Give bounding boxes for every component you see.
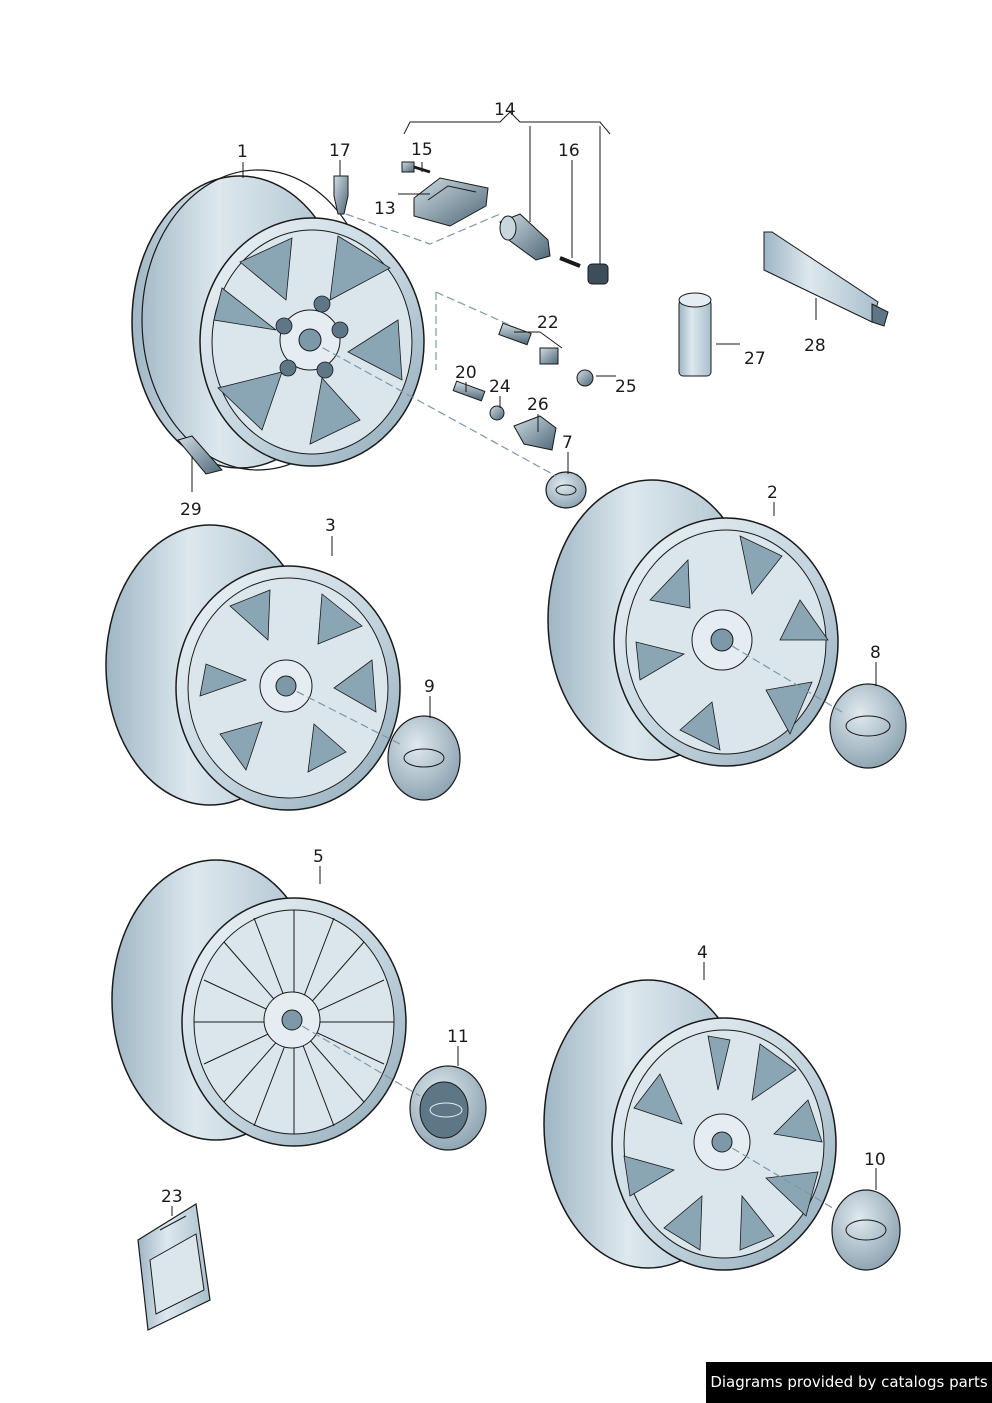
tpms-sensor-13	[413, 177, 489, 227]
axis-lines	[285, 213, 843, 1211]
weight-29	[177, 435, 223, 475]
screw-15	[401, 161, 431, 174]
callout-17: 17	[329, 141, 351, 161]
callout-labels: 1 17 14 15 16 13 22 25 20 24 26 7 27 28 …	[161, 100, 886, 1207]
callout-9: 9	[424, 677, 435, 697]
valve-core-16	[559, 256, 581, 268]
callout-4: 4	[697, 943, 708, 963]
nut-24	[489, 405, 505, 421]
callout-5: 5	[313, 847, 324, 867]
center-cap-7	[545, 471, 587, 509]
callout-22: 22	[537, 313, 559, 333]
center-cap-9	[387, 715, 461, 801]
bolt-20	[452, 380, 486, 402]
sleeve-26	[513, 415, 557, 451]
credit-banner: Diagrams provided by catalogs parts	[706, 1362, 992, 1403]
callout-29: 29	[180, 500, 202, 520]
callout-13: 13	[374, 199, 396, 219]
callout-28: 28	[804, 336, 826, 356]
valve-14	[499, 213, 551, 261]
nut-25	[576, 369, 594, 387]
wheel-5	[111, 859, 407, 1147]
callout-27: 27	[744, 349, 766, 369]
callout-8: 8	[870, 643, 881, 663]
callout-2: 2	[767, 483, 778, 503]
leader-lines	[171, 111, 877, 1216]
callout-11: 11	[447, 1027, 469, 1047]
wheel-2	[547, 479, 839, 767]
callout-16: 16	[558, 141, 580, 161]
wheel-3	[105, 524, 401, 811]
callout-15: 15	[411, 140, 433, 160]
center-cap-10	[831, 1189, 901, 1271]
callout-25: 25	[615, 377, 637, 397]
callout-3: 3	[325, 516, 336, 536]
bolt-22	[498, 322, 559, 365]
wheel-1-windows	[213, 235, 403, 445]
valve-cap	[587, 263, 609, 285]
center-cap-11	[409, 1065, 487, 1151]
wheel-4	[543, 979, 837, 1271]
callout-7: 7	[562, 433, 573, 453]
valve-stem-17	[333, 175, 349, 215]
callout-10: 10	[864, 1150, 886, 1170]
callout-26: 26	[527, 395, 549, 415]
callout-24: 24	[489, 377, 511, 397]
cylinder-27	[678, 292, 712, 377]
callout-1: 1	[237, 142, 248, 162]
callout-23: 23	[161, 1187, 183, 1207]
tube-28	[763, 231, 889, 327]
callout-14: 14	[494, 100, 516, 120]
center-cap-8	[829, 683, 907, 769]
callout-20: 20	[455, 363, 477, 383]
bolt-kit-23	[137, 1203, 211, 1331]
